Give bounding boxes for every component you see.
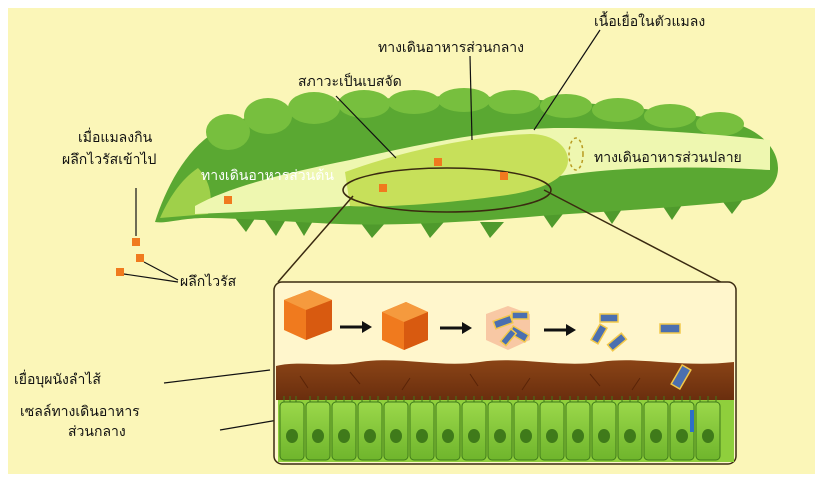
crystal xyxy=(500,172,508,180)
label-when-insect-eats: เมื่อแมลงกิน xyxy=(78,130,152,146)
crystal xyxy=(379,184,387,192)
midgut-cells xyxy=(278,396,734,462)
label-hindgut: ทางเดินอาหารส่วนปลาย xyxy=(594,150,742,166)
label-body-tissue: เนื้อเยื่อในตัวแมลง xyxy=(594,14,705,30)
ingested-crystals xyxy=(116,238,144,276)
crystal xyxy=(136,254,144,262)
virus-in-cell xyxy=(690,410,694,432)
crystal xyxy=(132,238,140,246)
crystal xyxy=(434,158,442,166)
zoom-panel xyxy=(274,282,736,464)
label-gut-lining: เยื่อบุผนังลำไส้ xyxy=(14,372,101,388)
label-foregut: ทางเดินอาหารส่วนต้น xyxy=(201,168,334,184)
crystal xyxy=(116,268,124,276)
process-crystal-intact xyxy=(284,290,332,340)
label-midgut-cells-line2: ส่วนกลาง xyxy=(68,424,126,440)
gut-lining xyxy=(276,360,734,400)
pointer-line xyxy=(220,420,278,430)
pointer-line xyxy=(164,370,270,383)
crystal xyxy=(224,196,232,204)
process-single-virion xyxy=(660,324,680,333)
label-alkaline: สภาวะเป็นเบสจัด xyxy=(298,74,402,90)
process-crystal-intact xyxy=(382,302,428,350)
label-crystals-enter: ผลึกไวรัสเข้าไป xyxy=(62,152,156,168)
label-virus-crystals: ผลึกไวรัส xyxy=(180,274,236,290)
label-midgut-cells-line1: เซลล์ทางเดินอาหาร xyxy=(20,404,140,420)
label-midgut: ทางเดินอาหารส่วนกลาง xyxy=(378,40,524,56)
